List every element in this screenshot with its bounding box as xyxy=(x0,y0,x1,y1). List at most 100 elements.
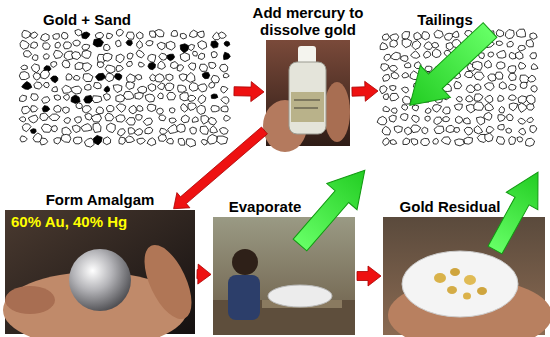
sand-grain xyxy=(506,128,512,133)
sand-grain xyxy=(143,118,152,126)
gold-nugget xyxy=(447,286,457,294)
sand-grain xyxy=(531,86,537,93)
label-line xyxy=(294,99,320,101)
sand-grain xyxy=(381,64,389,71)
sand-grain xyxy=(199,64,207,71)
gold-grain xyxy=(42,106,50,112)
sand-grain xyxy=(526,40,533,47)
sand-grain xyxy=(63,42,71,49)
sand-grain xyxy=(390,140,397,145)
sand-grain xyxy=(496,137,504,145)
sand-grain xyxy=(412,105,418,111)
sand-grain xyxy=(180,93,189,101)
sand-grain xyxy=(391,72,399,79)
sand-grain xyxy=(52,87,58,92)
sand-grain xyxy=(74,117,81,123)
sand-grain xyxy=(188,63,195,71)
sand-grain xyxy=(105,65,115,73)
sand-grain xyxy=(165,83,174,91)
sand-grain xyxy=(464,71,473,77)
sand-grain xyxy=(509,137,516,145)
sand-grain xyxy=(71,86,82,94)
sand-grain xyxy=(84,138,94,147)
sand-grain xyxy=(31,42,38,49)
basin xyxy=(268,285,332,307)
sand-grain xyxy=(19,72,29,80)
sand-grain xyxy=(496,62,505,69)
sand-grain xyxy=(107,123,116,133)
sand-grain xyxy=(146,41,153,46)
sand-grain xyxy=(177,124,186,132)
sand-grain xyxy=(125,136,134,143)
sand-grain xyxy=(28,115,38,123)
sand-grain xyxy=(103,94,110,101)
sand-grain xyxy=(82,106,91,113)
process-panel: Gold + Sand xyxy=(20,30,232,147)
sand-grain xyxy=(402,73,409,78)
sand-grain xyxy=(66,74,72,80)
sand-grain xyxy=(72,52,81,60)
gold-nugget xyxy=(464,275,476,285)
gold-grain xyxy=(114,74,122,81)
bottle-label xyxy=(291,92,324,122)
sand-grain xyxy=(474,84,481,90)
sand-grain xyxy=(54,95,61,100)
sand-grain xyxy=(178,85,187,92)
gold-grain xyxy=(71,95,80,104)
text-holder: Gold Residual xyxy=(400,198,501,215)
sand-grain xyxy=(177,65,184,72)
sand-grain xyxy=(166,74,173,81)
sand-grain xyxy=(197,31,204,38)
process-panel: Evaporate xyxy=(213,217,355,335)
sand-grain xyxy=(497,50,506,58)
sand-grain xyxy=(518,45,525,51)
sand-grain xyxy=(83,74,93,82)
sand-grain xyxy=(402,39,411,48)
sand-grain xyxy=(147,138,156,146)
step-heading: Form Amalgam xyxy=(46,191,155,208)
sand-grain xyxy=(507,41,513,47)
sand-grain xyxy=(391,108,397,113)
sand-grain xyxy=(55,42,60,48)
sand-grain xyxy=(444,33,453,40)
sand-grain xyxy=(518,62,526,69)
sand-grain xyxy=(394,126,402,133)
sand-grain xyxy=(83,63,92,72)
thumb xyxy=(135,238,201,326)
sand-grain xyxy=(485,95,493,103)
gold-grain xyxy=(180,44,189,53)
sand-grain xyxy=(527,117,534,122)
sand-grain xyxy=(19,117,25,122)
sand-grain xyxy=(20,136,27,142)
sand-grain xyxy=(201,140,207,146)
gold-nugget xyxy=(450,268,460,276)
flow-arrow xyxy=(234,82,264,102)
sand-grain xyxy=(158,61,166,69)
sand-grain xyxy=(95,32,103,38)
sand-grain xyxy=(509,84,516,90)
text-holder: Form Amalgam xyxy=(46,191,155,208)
sand-grain xyxy=(189,44,195,50)
sand-grain xyxy=(421,138,430,145)
evaporate-photo xyxy=(213,217,355,335)
sand-grain xyxy=(383,74,390,81)
sand-grain xyxy=(106,73,114,82)
sand-grain xyxy=(159,53,167,60)
sand-grain xyxy=(96,107,104,114)
sand-grain xyxy=(92,96,102,103)
sand-grain xyxy=(390,93,399,101)
process-panel: Add mercury to dissolve gold xyxy=(266,40,350,146)
sand-grain xyxy=(389,115,396,122)
sand-grain xyxy=(377,116,387,125)
sand-grain xyxy=(75,29,82,36)
sand-grain xyxy=(432,42,439,48)
sand-grain xyxy=(155,30,164,37)
sand-grain xyxy=(105,113,114,121)
sand-grain xyxy=(54,138,61,144)
finger xyxy=(324,82,350,142)
sand-grain xyxy=(94,83,102,89)
sand-grain xyxy=(41,70,50,79)
sand-grain xyxy=(51,126,57,132)
